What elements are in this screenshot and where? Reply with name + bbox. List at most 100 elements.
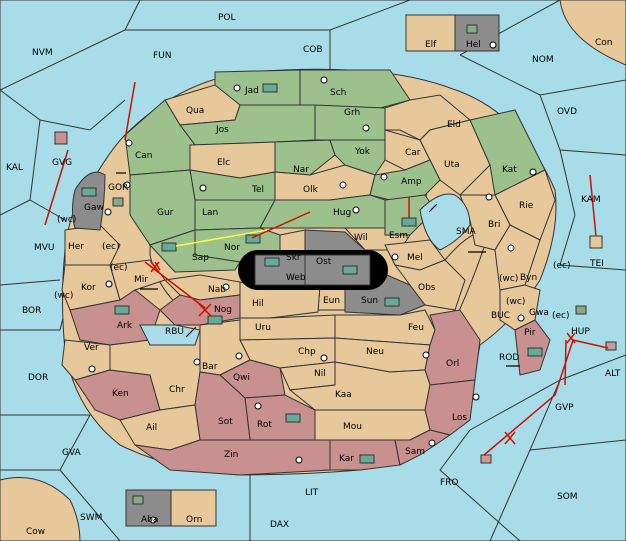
sea-label-SOM: SOM	[557, 492, 578, 502]
sea-label-FRO: FRO	[440, 478, 459, 488]
label-Car: Car	[405, 148, 421, 158]
army-icon[interactable]	[342, 265, 358, 275]
sea-label-ROD: ROD	[499, 353, 519, 363]
fleet-icon[interactable]	[132, 495, 144, 505]
label-Hil: Hil	[252, 299, 264, 309]
coast-tag: (ec)	[110, 263, 128, 273]
fleet-icon[interactable]	[112, 197, 124, 207]
sea-RBU[interactable]	[139, 324, 201, 346]
label-Ail: Ail	[146, 423, 157, 433]
coast-tag: (ec)	[552, 311, 570, 321]
label-Ver: Ver	[84, 343, 99, 353]
sea-label-DAX: DAX	[270, 520, 289, 530]
label-Can: Can	[135, 151, 153, 161]
province-Cow[interactable]	[0, 477, 81, 541]
label-Grh: Grh	[344, 108, 360, 118]
coast-tag: (ec)	[553, 261, 571, 271]
province-Hug[interactable]	[259, 194, 386, 229]
label-Mel: Mel	[407, 253, 423, 263]
label-Her: Her	[68, 242, 84, 252]
label-Elc: Elc	[217, 158, 230, 168]
label-Los: Los	[452, 413, 467, 423]
province-Nar[interactable]	[274, 139, 336, 176]
label-Cow: Cow	[26, 527, 45, 537]
army-icon[interactable]	[81, 187, 97, 197]
army-icon[interactable]	[207, 315, 223, 325]
coast-tag: (wc)	[54, 291, 73, 301]
army-icon[interactable]	[401, 217, 417, 227]
army-icon[interactable]	[359, 454, 375, 464]
label-Uru: Uru	[255, 323, 271, 333]
province-Mou[interactable]	[314, 409, 431, 441]
label-Gaw: Gaw	[84, 203, 104, 213]
label-Sot: Sot	[218, 417, 233, 427]
sea-label-KAL: KAL	[6, 163, 23, 173]
label-Rie: Rie	[519, 201, 534, 211]
sea-label-BUC: BUC	[491, 311, 510, 321]
label-Esm: Esm	[389, 231, 408, 241]
province-Byn[interactable]	[494, 224, 541, 291]
province-Sam[interactable]	[394, 429, 452, 466]
province-Sch[interactable]	[299, 69, 411, 109]
label-Jad: Jad	[244, 86, 259, 96]
province-Web-overlay[interactable]	[304, 254, 371, 286]
units	[81, 24, 617, 505]
province-Mir[interactable]	[109, 259, 166, 301]
army-icon[interactable]	[264, 257, 280, 267]
label-Bri: Bri	[488, 220, 500, 230]
convoy-links	[116, 172, 520, 367]
army-icon[interactable]	[285, 413, 301, 423]
label-Feu: Feu	[408, 323, 424, 333]
support-line	[175, 229, 268, 247]
coast-tag: (ec)	[102, 242, 120, 252]
label-Kar: Kar	[339, 454, 354, 464]
sea-label-ALT: ALT	[605, 369, 621, 379]
fleet-icon[interactable]	[480, 454, 492, 464]
province-Orn[interactable]	[170, 489, 217, 527]
army-icon[interactable]	[114, 305, 130, 315]
label-Sap: Sap	[192, 253, 209, 263]
label-Byn: Byn	[520, 273, 537, 283]
province-Gaw[interactable]	[72, 171, 106, 231]
sea-label-COB: COB	[303, 45, 323, 55]
labels: POL COB FUN NVM NOM OVD KAL KAM MVU BOR …	[6, 13, 621, 537]
army-icon[interactable]	[161, 242, 177, 252]
army-icon[interactable]	[245, 234, 261, 244]
label-Uta: Uta	[444, 160, 460, 170]
label-Gwa: Gwa	[529, 308, 549, 318]
fleet-icon[interactable]	[605, 341, 617, 351]
sea-label-BOR: BOR	[22, 306, 41, 316]
label-Obs: Obs	[418, 283, 436, 293]
fleet-icon[interactable]	[575, 305, 587, 315]
label-Orn: Orn	[186, 515, 202, 525]
sea-label-MVU: MVU	[34, 243, 55, 253]
label-Pir: Pir	[524, 328, 536, 338]
province-Elf[interactable]	[405, 14, 456, 52]
label-Aba: Aba	[141, 515, 158, 525]
cancel-marks	[150, 261, 576, 445]
army-icon[interactable]	[527, 347, 543, 357]
label-Kor: Kor	[81, 283, 96, 293]
label-Neu: Neu	[366, 347, 384, 357]
label-Ken: Ken	[112, 389, 129, 399]
army-icon[interactable]	[262, 83, 278, 93]
coast-tag: (wc)	[506, 297, 525, 307]
label-Sam: Sam	[405, 447, 425, 457]
fleet-icon[interactable]	[466, 24, 478, 34]
label-Mou: Mou	[343, 422, 362, 432]
province-GVG-unit-box	[54, 131, 68, 145]
army-icon[interactable]	[384, 297, 400, 307]
label-Ark: Ark	[117, 321, 133, 331]
sea-label-SWM: SWM	[80, 513, 102, 523]
label-Con: Con	[595, 38, 613, 48]
label-Olk: Olk	[303, 185, 319, 195]
label-GVG: GVG	[52, 158, 72, 168]
label-Sch: Sch	[330, 88, 346, 98]
province-Obs[interactable]	[393, 259, 466, 311]
label-TEI: TEI	[589, 259, 604, 269]
label-Chp: Chp	[298, 347, 316, 357]
label-Wil: Wil	[354, 233, 368, 243]
label-Amp: Amp	[401, 177, 422, 187]
label-Nog: Nog	[214, 305, 232, 315]
